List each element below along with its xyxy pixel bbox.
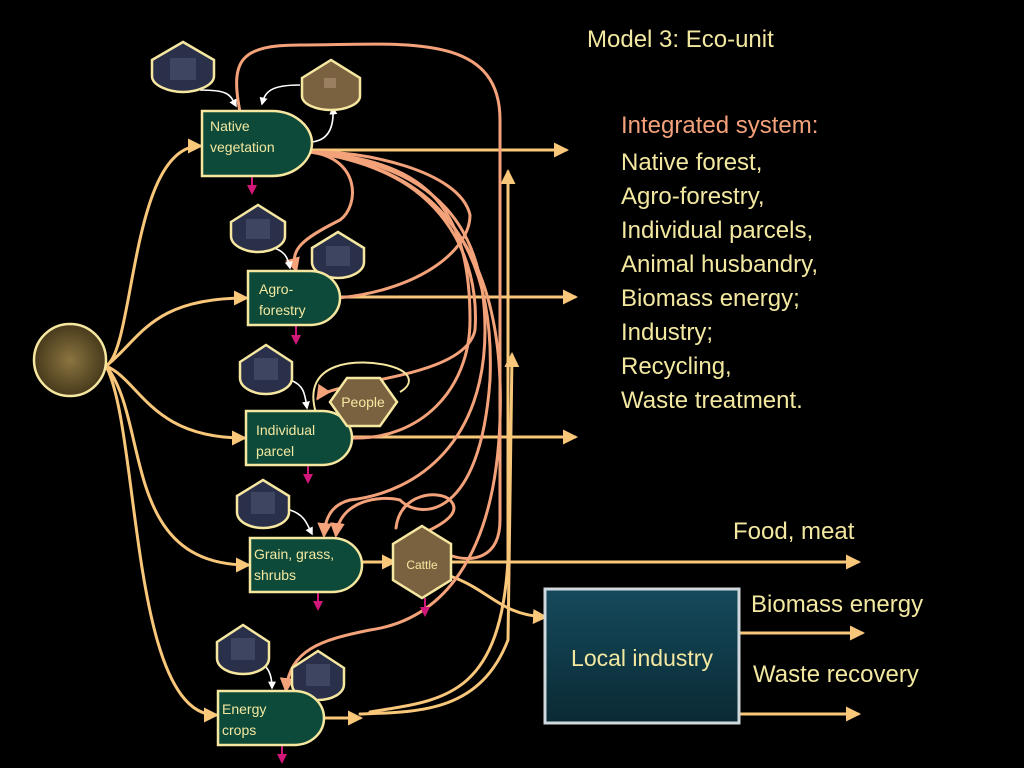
storage-tank-agro-1 (229, 203, 287, 254)
system-list: Native forest, Agro-forestry, Individual… (621, 146, 818, 418)
storage-tanks (150, 40, 366, 702)
local-industry-label: Local industry (571, 645, 713, 671)
consumer-people-label: People (341, 394, 385, 410)
list-item: Recycling, (621, 353, 732, 380)
producer-individual-parcel-label-1: Individual (256, 422, 315, 438)
producer-energy-crops-label-2: crops (222, 722, 256, 738)
source-flows (104, 138, 251, 723)
output-waste-recovery-label: Waste recovery (753, 661, 919, 688)
producer-native-vegetation: Native vegetation (200, 109, 314, 178)
storage-tank-native-1 (150, 40, 216, 94)
output-food-meat-label: Food, meat (733, 518, 855, 545)
list-item: Agro-forestry, (621, 183, 765, 210)
output-flows (308, 142, 865, 726)
storage-tank-grain (235, 478, 291, 530)
producer-agro-forestry-label-2: forestry (259, 302, 306, 318)
recycle-flows (235, 42, 502, 693)
heat-sink-arrows (247, 176, 430, 764)
producer-native-vegetation-label-2: vegetation (210, 139, 275, 155)
consumer-cattle-label: Cattle (406, 558, 438, 572)
list-item: Biomass energy; (621, 285, 800, 312)
producer-grain-grass-shrubs: Grain, grass, shrubs (248, 536, 364, 594)
local-industry-box: Local industry (543, 587, 741, 725)
output-biomass-energy-label: Biomass energy (751, 591, 924, 618)
consumer-people: People (328, 376, 399, 428)
producer-individual-parcel-label-2: parcel (256, 443, 294, 459)
list-item: Native forest, (621, 149, 763, 176)
list-item: Animal husbandry, (621, 251, 818, 278)
storage-tank-agro-2 (310, 230, 366, 280)
energy-source-circle (32, 322, 108, 398)
producer-native-vegetation-label-1: Native (210, 118, 250, 134)
producer-grain-label-2: shrubs (254, 567, 296, 583)
producer-energy-crops-label-1: Energy (222, 701, 266, 717)
storage-tank-parcel (238, 343, 294, 396)
list-item: Individual parcels, (621, 217, 814, 244)
producer-grain-label-1: Grain, grass, (254, 546, 334, 562)
list-item: Industry; (621, 319, 714, 346)
consumer-cattle: Cattle (391, 524, 453, 600)
page-title: Model 3: Eco-unit (587, 26, 774, 53)
storage-tank-energy-1 (215, 623, 271, 676)
producer-individual-parcel: Individual parcel (244, 409, 354, 467)
list-item: Waste treatment. (621, 387, 803, 414)
producer-agro-forestry: Agro- forestry (246, 269, 342, 327)
producer-agro-forestry-label-1: Agro- (259, 281, 294, 297)
producer-energy-crops: Energy crops (216, 689, 326, 747)
storage-tank-native-2 (300, 58, 362, 112)
system-heading: Integrated system: (621, 112, 819, 139)
